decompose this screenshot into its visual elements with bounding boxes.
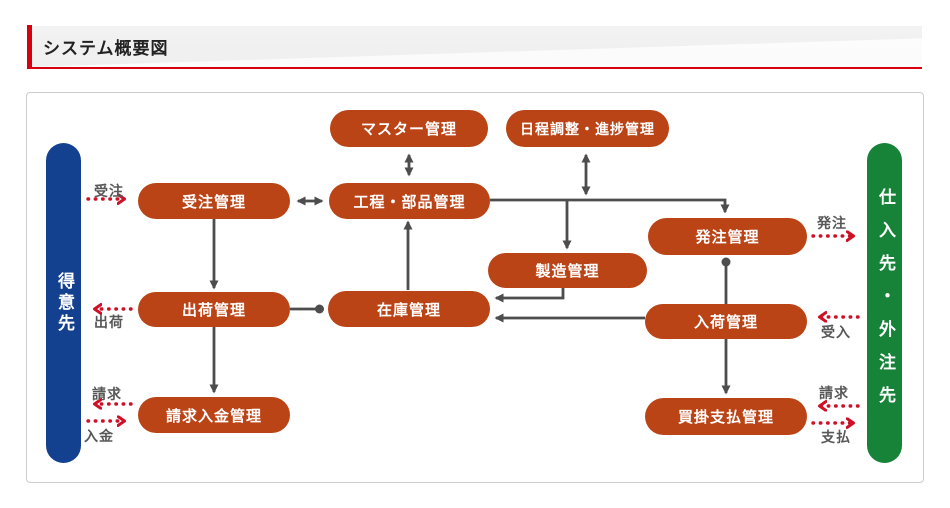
node-accounts-payable-management: 買掛支払管理	[645, 398, 807, 435]
arrow-process-to-po	[490, 198, 730, 214]
solid-connectors	[209, 153, 731, 395]
arrow-mfg-to-stock	[494, 288, 565, 303]
node-schedule-progress-management: 日程調整・進捗管理	[506, 110, 669, 147]
dot-ship-stock	[315, 304, 324, 314]
flow-label-seikyu-customer: 請求	[92, 387, 122, 403]
flow-label-shiharai: 支払	[821, 430, 851, 446]
node-process-parts-management: 工程・部品管理	[329, 183, 490, 219]
supplier-pill: 仕入先・外注先	[867, 143, 902, 463]
title-accent-bar	[27, 25, 32, 68]
dot-po-receive	[721, 257, 731, 267]
flow-label-shukka: 出荷	[94, 315, 124, 331]
customer-pill: 得意先	[46, 143, 81, 463]
customer-pill-label: 得意先	[54, 271, 74, 335]
title-bar	[27, 26, 922, 69]
node-billing-deposit-management: 請求入金管理	[138, 397, 290, 433]
flow-label-nyukin: 入金	[84, 429, 114, 445]
flow-label-hacchu: 発注	[817, 216, 847, 232]
flow-label-ukeire: 受入	[821, 325, 851, 341]
dotted-flow-arrows	[86, 199, 860, 423]
node-manufacturing-management: 製造管理	[488, 253, 647, 288]
node-inventory-management: 在庫管理	[328, 291, 490, 327]
node-purchase-order-management: 発注管理	[648, 218, 807, 255]
supplier-pill-label: 仕入先・外注先	[875, 187, 895, 419]
page-title: システム概要図	[43, 39, 169, 59]
node-receiving-management: 入荷管理	[645, 304, 807, 339]
node-order-management: 受注管理	[138, 183, 290, 219]
flow-label-seikyu-supplier: 請求	[819, 386, 849, 402]
node-master-management: マスター管理	[330, 110, 488, 147]
flow-label-juchu: 受注	[94, 184, 124, 200]
node-shipping-management: 出荷管理	[138, 292, 290, 327]
